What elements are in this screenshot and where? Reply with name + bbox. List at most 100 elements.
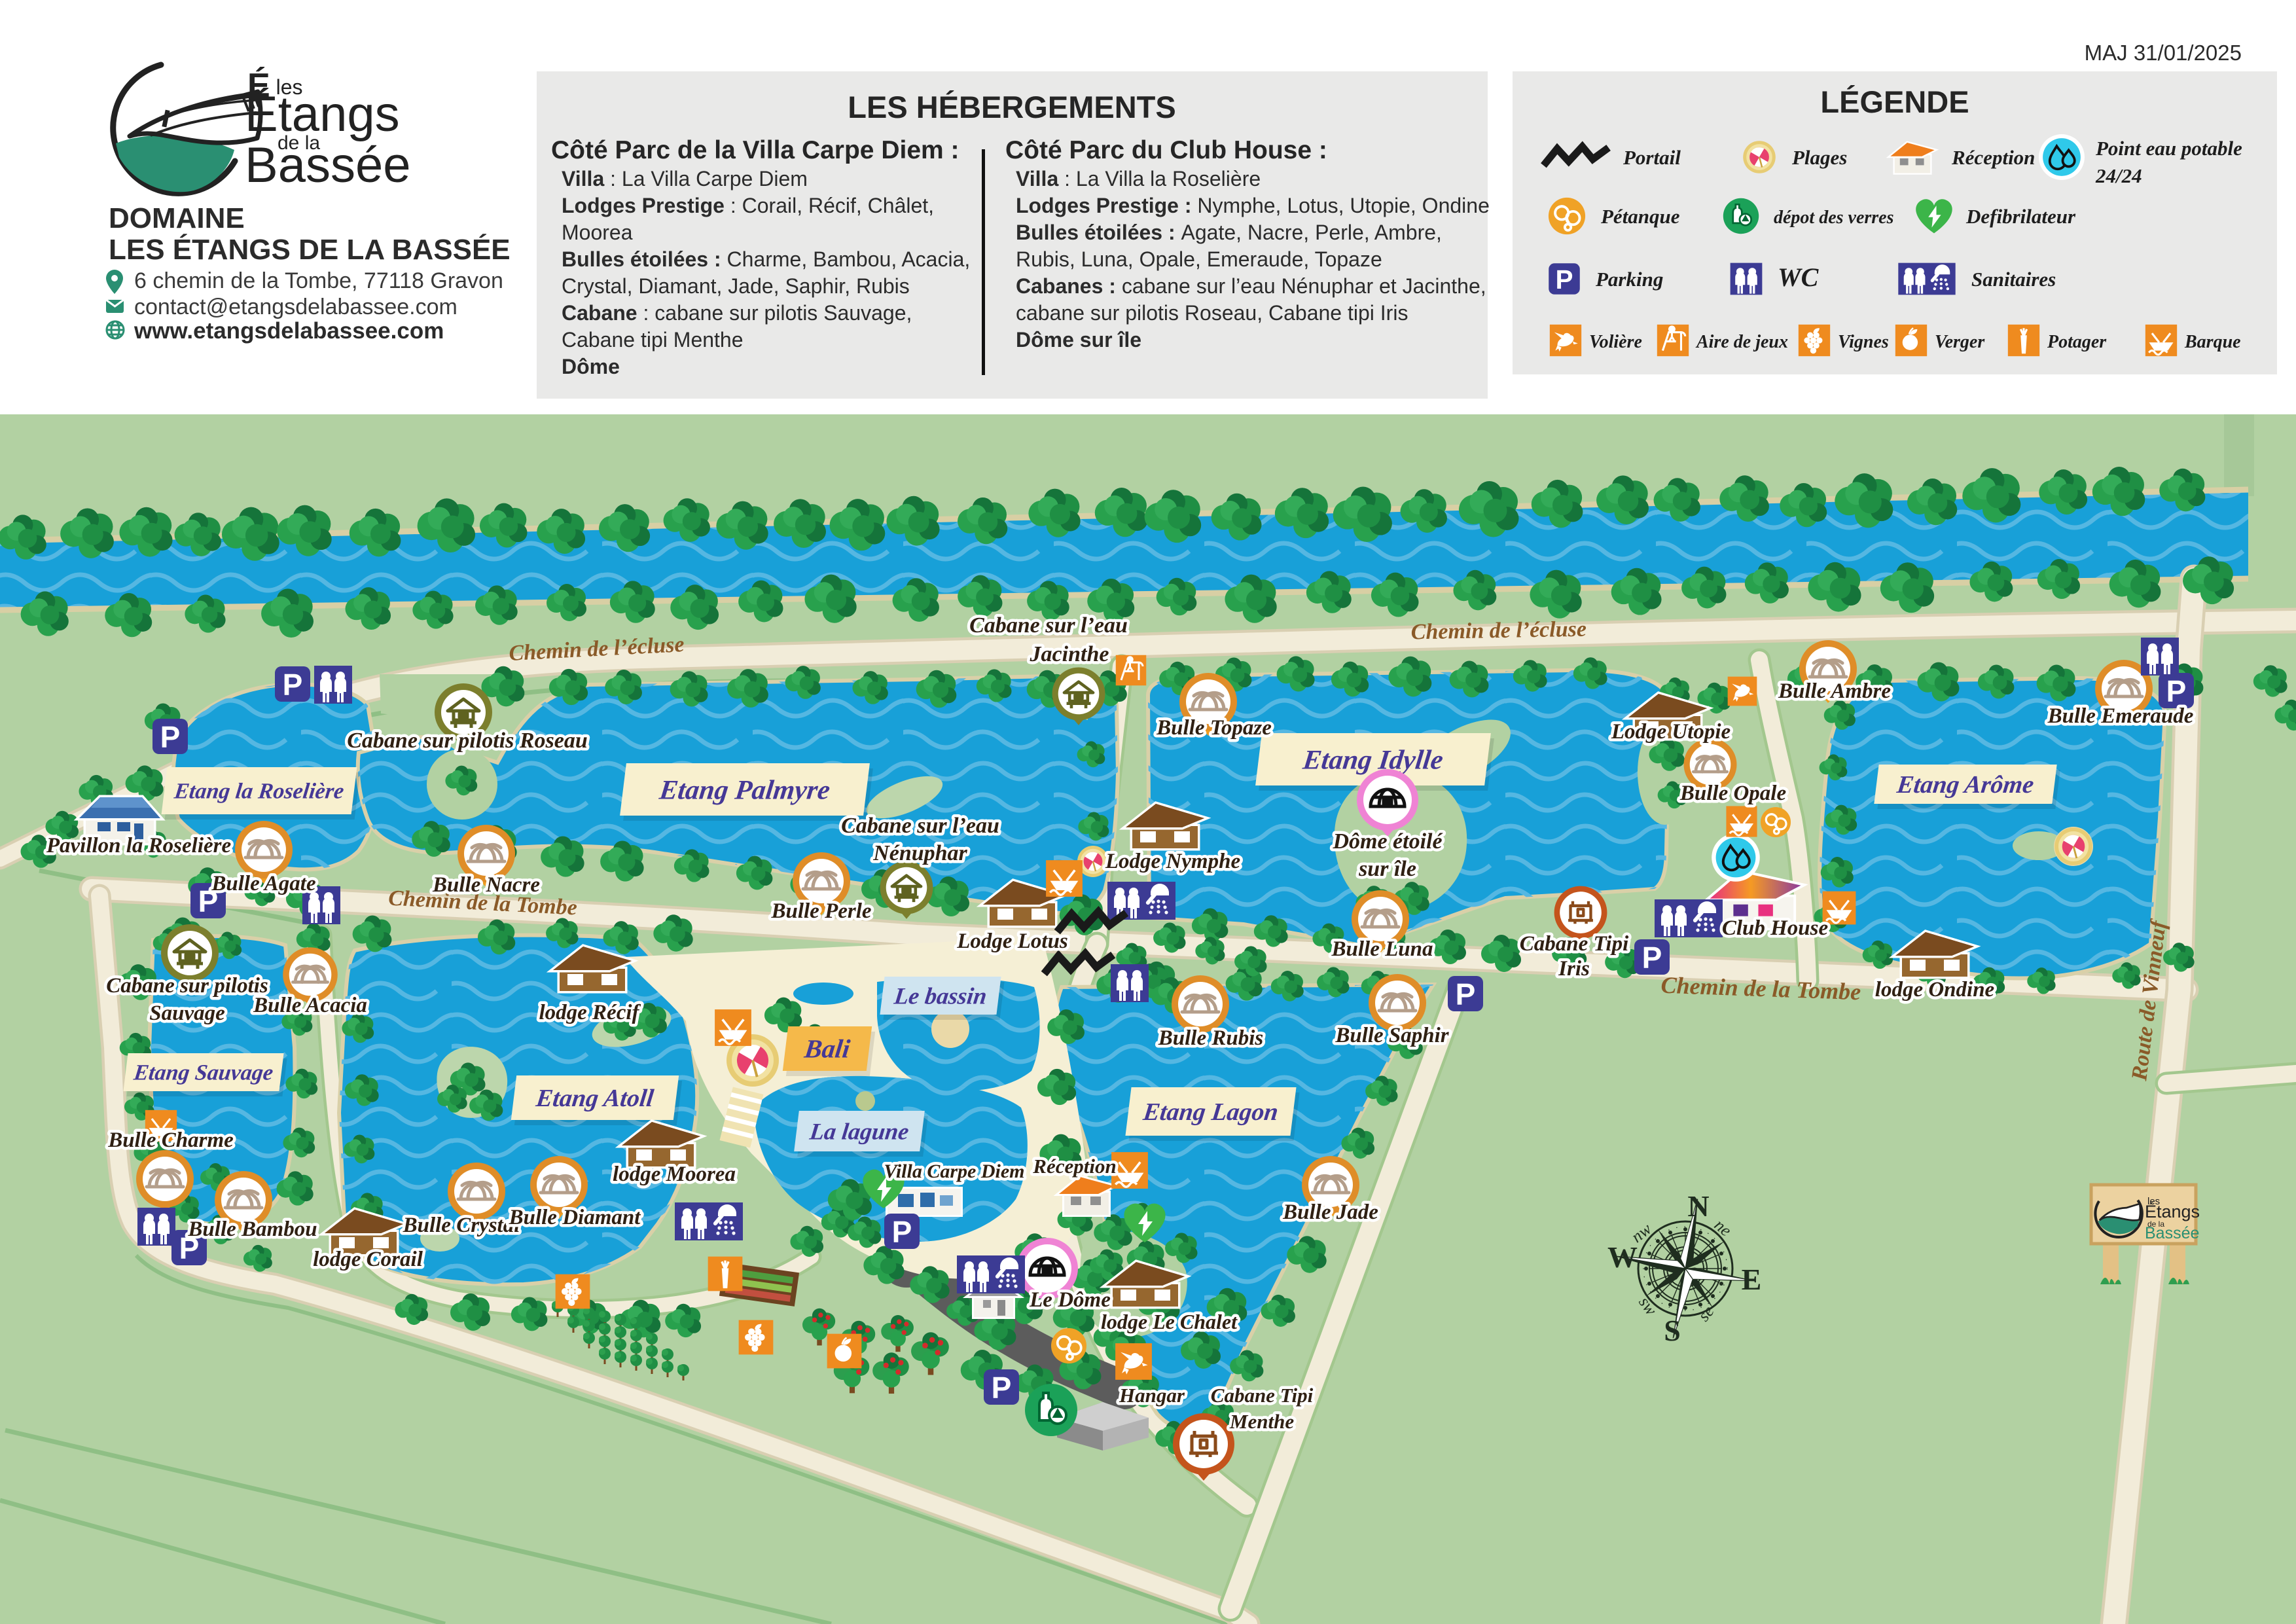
- svg-text:Chemin de l’écluse: Chemin de l’écluse: [1410, 617, 1587, 645]
- svg-text:lodge Le Chalet: lodge Le Chalet: [1101, 1310, 1238, 1333]
- svg-text:Étangs: Étangs: [2145, 1202, 2200, 1221]
- svg-text:Etang Arôme: Etang Arôme: [1895, 771, 2036, 799]
- svg-text:Vignes: Vignes: [1838, 332, 1889, 352]
- svg-text:Cabane Tipi: Cabane Tipi: [1211, 1384, 1314, 1407]
- svg-text:Dôme sur île: Dôme sur île: [1016, 328, 1141, 352]
- svg-text:Sanitaires: Sanitaires: [1971, 268, 2056, 291]
- svg-text:Menthe: Menthe: [1229, 1410, 1294, 1433]
- svg-text:Le Dôme: Le Dôme: [1029, 1288, 1111, 1312]
- svg-text:Volière: Volière: [1589, 332, 1642, 352]
- svg-text:Lodge Nymphe: Lodge Nymphe: [1105, 850, 1240, 873]
- svg-text:Bulles étoilées : Agate, Nacre: Bulles étoilées : Agate, Nacre, Perle, A…: [1016, 221, 1442, 244]
- svg-text:Cabane sur l’eau: Cabane sur l’eau: [841, 814, 999, 838]
- svg-text:Bulles étoilées : Charme, Bamb: Bulles étoilées : Charme, Bambou, Acacia…: [562, 247, 970, 271]
- svg-text:Bulle Nacre: Bulle Nacre: [432, 873, 540, 897]
- svg-text:Bulle Opale: Bulle Opale: [1679, 782, 1786, 805]
- svg-text:Bulle Luna: Bulle Luna: [1331, 937, 1433, 961]
- svg-text:sur île: sur île: [1358, 857, 1416, 881]
- svg-text:Cabane Tipi: Cabane Tipi: [1520, 932, 1629, 956]
- svg-text:Plages: Plages: [1791, 146, 1847, 169]
- svg-text:Etang la Roselière: Etang la Roselière: [172, 780, 345, 804]
- svg-text:dépot des verres: dépot des verres: [1774, 208, 1894, 228]
- svg-text:Cabane tipi Menthe: Cabane tipi Menthe: [562, 328, 744, 352]
- svg-text:Etang Palmyre: Etang Palmyre: [657, 774, 832, 805]
- svg-text:Bulle Emeraude: Bulle Emeraude: [2047, 704, 2194, 728]
- svg-text:Bulle Rubis: Bulle Rubis: [1158, 1026, 1263, 1050]
- svg-text:6 chemin de la Tombe, 77118 Gr: 6 chemin de la Tombe, 77118 Gravon: [134, 268, 503, 293]
- svg-text:Cabane sur l’eau: Cabane sur l’eau: [969, 613, 1128, 638]
- svg-text:Lodges Prestige : Corail, Réci: Lodges Prestige : Corail, Récif, Châlet,: [562, 194, 934, 217]
- svg-text:E: E: [1742, 1263, 1762, 1296]
- svg-text:W: W: [1607, 1240, 1638, 1274]
- svg-text:Bulle Topaze: Bulle Topaze: [1156, 716, 1272, 740]
- svg-text:lodge Récif: lodge Récif: [539, 1001, 641, 1024]
- svg-text:lodge Ondine: lodge Ondine: [1875, 978, 1994, 1001]
- svg-text:Côté Parc du Club House :: Côté Parc du Club House :: [1005, 136, 1327, 164]
- svg-text:Bulle Crystal: Bulle Crystal: [403, 1214, 521, 1237]
- svg-text:Le bassin: Le bassin: [892, 983, 988, 1009]
- svg-text:Potager: Potager: [2047, 332, 2107, 352]
- svg-text:Villa : La Villa la Roselière: Villa : La Villa la Roselière: [1016, 167, 1261, 190]
- svg-text:de la: de la: [2147, 1219, 2164, 1229]
- svg-text:Rubis, Luna, Opale, Emeraude,: Rubis, Luna, Opale, Emeraude, Topaze: [1016, 247, 1382, 271]
- svg-text:Bulle Bambou: Bulle Bambou: [187, 1218, 317, 1241]
- svg-text:cabane sur pilotis Roseau, Cab: cabane sur pilotis Roseau, Cabane tipi I…: [1016, 301, 1408, 325]
- svg-text:Hangar: Hangar: [1119, 1384, 1185, 1407]
- svg-text:Bulle Saphir: Bulle Saphir: [1335, 1024, 1449, 1047]
- svg-text:Iris: Iris: [1558, 957, 1590, 981]
- svg-text:Nénuphar: Nénuphar: [872, 841, 967, 865]
- svg-text:Club House: Club House: [1722, 916, 1828, 940]
- svg-text:WC: WC: [1778, 262, 1820, 292]
- svg-text:MAJ 31/01/2025: MAJ 31/01/2025: [2085, 41, 2242, 65]
- svg-text:Aire de jeux: Aire de jeux: [1695, 332, 1788, 352]
- svg-text:Pétanque: Pétanque: [1600, 205, 1680, 228]
- svg-text:Jacinthe: Jacinthe: [1030, 642, 1109, 666]
- svg-text:LES HÉBERGEMENTS: LES HÉBERGEMENTS: [848, 90, 1175, 124]
- svg-text:Etang Lagon: Etang Lagon: [1141, 1098, 1280, 1126]
- svg-text:S: S: [1664, 1314, 1681, 1347]
- svg-text:lodge Moorea: lodge Moorea: [613, 1163, 736, 1186]
- svg-text:Etang Idylle: Etang Idylle: [1300, 744, 1444, 775]
- svg-text:Lodge Lotus: Lodge Lotus: [956, 929, 1068, 953]
- svg-text:lodge Corail: lodge Corail: [313, 1248, 423, 1271]
- svg-text:Lodge Utopie: Lodge Utopie: [1611, 720, 1731, 744]
- svg-text:de la: de la: [278, 132, 320, 154]
- svg-text:Bulle Jade: Bulle Jade: [1282, 1200, 1378, 1224]
- svg-text:Barque: Barque: [2184, 332, 2241, 352]
- svg-text:Dôme: Dôme: [562, 355, 620, 378]
- svg-text:DOMAINE: DOMAINE: [109, 202, 245, 234]
- svg-text:Moorea: Moorea: [562, 221, 633, 244]
- svg-text:contact@etangsdelabassee.com: contact@etangsdelabassee.com: [134, 295, 457, 319]
- svg-text:Cabane : cabane sur pilotis Sa: Cabane : cabane sur pilotis Sauvage,: [562, 301, 912, 325]
- svg-text:Cabanes : cabane sur l’eau Nén: Cabanes : cabane sur l’eau Nénuphar et J…: [1016, 274, 1486, 298]
- svg-text:www.etangsdelabassee.com: www.etangsdelabassee.com: [134, 318, 444, 344]
- svg-text:Portail: Portail: [1623, 146, 1681, 169]
- svg-text:Bulle Agate: Bulle Agate: [211, 872, 315, 895]
- svg-text:Defibrilateur: Defibrilateur: [1965, 205, 2076, 228]
- svg-text:Dôme étoilé: Dôme étoilé: [1332, 829, 1443, 854]
- svg-text:Bulle Charme: Bulle Charme: [107, 1128, 234, 1152]
- svg-text:Etang Atoll: Etang Atoll: [534, 1085, 656, 1112]
- svg-text:Étangs: Étangs: [245, 86, 400, 142]
- svg-text:Point eau potable: Point eau potable: [2095, 137, 2242, 160]
- svg-text:Bulle Diamant: Bulle Diamant: [509, 1206, 641, 1229]
- svg-text:Bassée: Bassée: [2145, 1224, 2199, 1242]
- svg-text:Pavillon la Roselière: Pavillon la Roselière: [46, 834, 231, 857]
- svg-text:Crystal, Diamant, Jade, Saphir: Crystal, Diamant, Jade, Saphir, Rubis: [562, 274, 910, 298]
- svg-text:les: les: [2147, 1196, 2160, 1207]
- svg-text:Bali: Bali: [802, 1034, 852, 1064]
- svg-text:LÉGENDE: LÉGENDE: [1820, 84, 1969, 119]
- svg-text:Cabane sur pilotis: Cabane sur pilotis: [106, 974, 268, 998]
- svg-text:Etang Sauvage: Etang Sauvage: [132, 1061, 274, 1085]
- svg-text:Parking: Parking: [1595, 268, 1663, 291]
- svg-text:24/24: 24/24: [2095, 164, 2142, 187]
- svg-text:Réception: Réception: [1951, 146, 2035, 169]
- svg-text:Réception: Réception: [1032, 1155, 1116, 1178]
- svg-text:La lagune: La lagune: [808, 1118, 910, 1144]
- svg-text:N: N: [1687, 1189, 1709, 1223]
- svg-text:Bassée: Bassée: [245, 137, 411, 193]
- svg-text:LES ÉTANGS DE LA BASSÉE: LES ÉTANGS DE LA BASSÉE: [109, 233, 511, 266]
- svg-text:Villa : La Villa Carpe Diem: Villa : La Villa Carpe Diem: [562, 167, 808, 190]
- svg-text:Bulle Perle: Bulle Perle: [770, 899, 871, 923]
- svg-text:Villa Carpe Diem: Villa Carpe Diem: [884, 1161, 1024, 1182]
